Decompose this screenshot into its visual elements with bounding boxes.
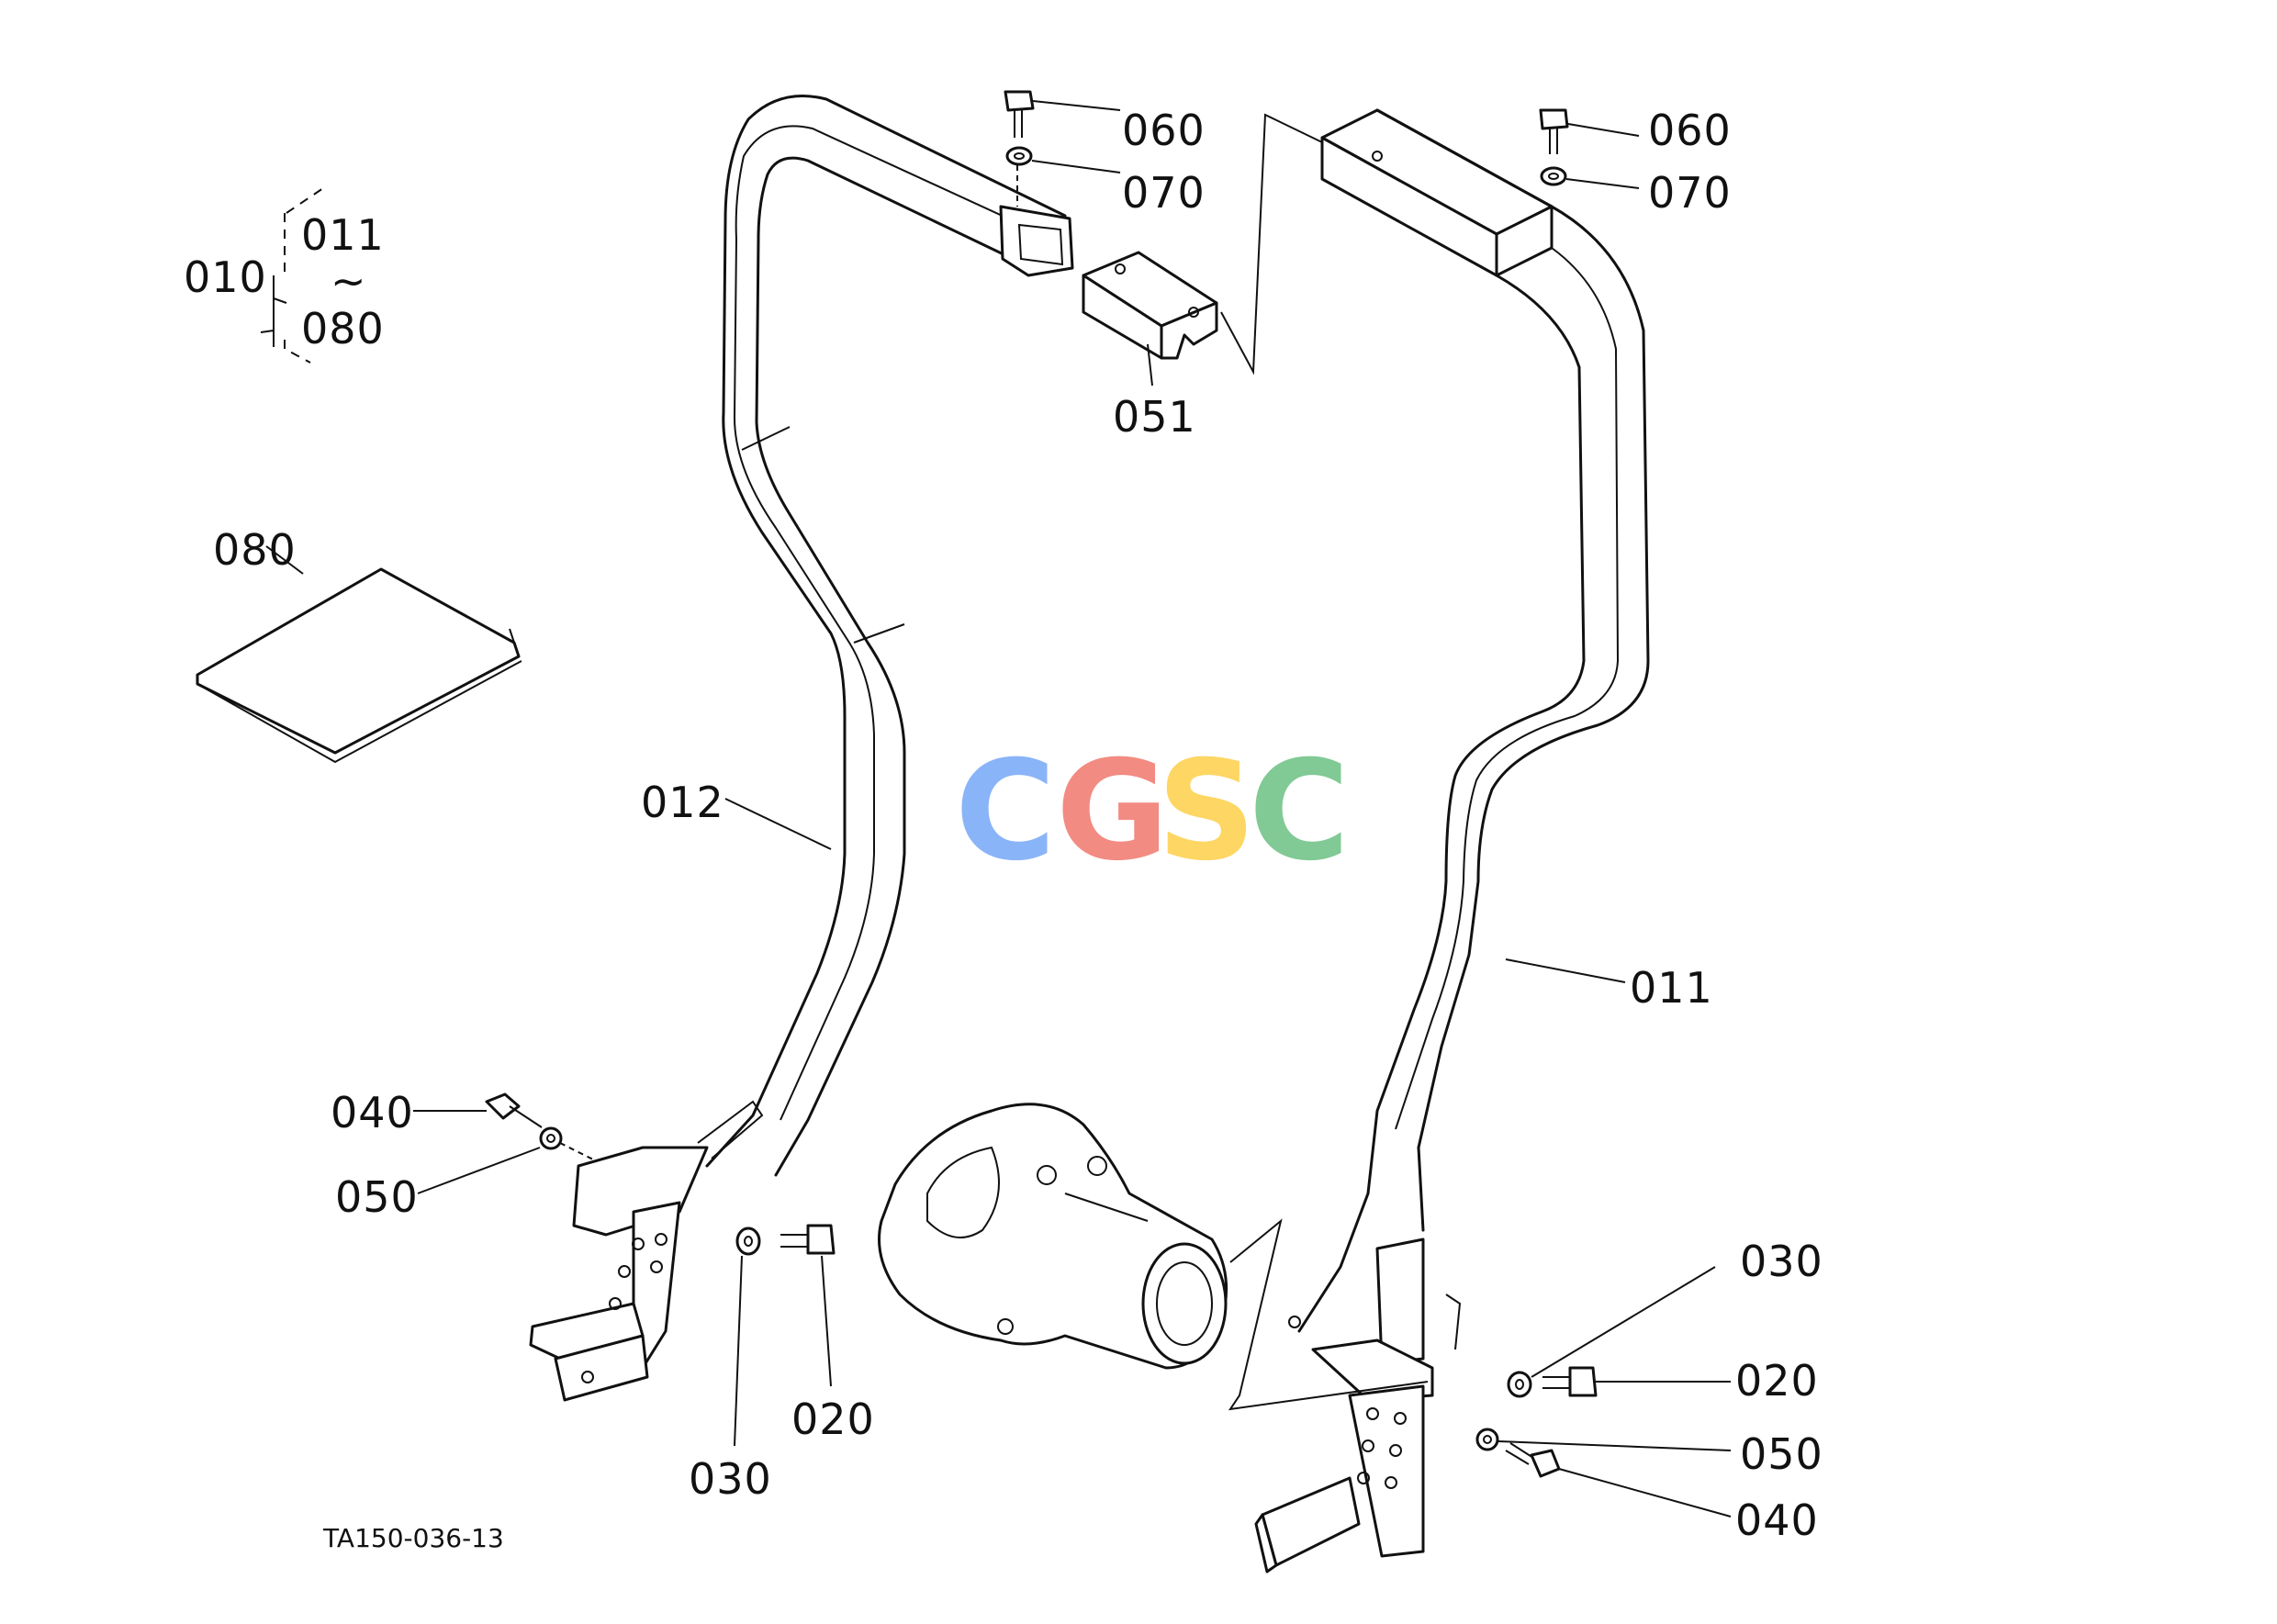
watermark-logo: C G S C	[955, 732, 1350, 891]
leader-lines	[260, 100, 1732, 1518]
watermark-letter-c2: C	[1249, 732, 1350, 891]
label-020-right: 020	[1735, 1356, 1819, 1406]
label-assembly-010: 010	[184, 252, 267, 302]
label-030-right: 030	[1740, 1237, 1823, 1286]
operator-manual	[196, 567, 522, 764]
label-range-start-011: 011	[301, 210, 385, 260]
label-range-tilde: ~	[331, 256, 367, 306]
connector-051	[1082, 113, 1323, 375]
label-030-left: 030	[689, 1454, 772, 1504]
label-range-end-080: 080	[301, 304, 385, 353]
label-060-right: 060	[1648, 106, 1732, 155]
label-070-left: 070	[1122, 168, 1206, 218]
fasteners	[485, 90, 1598, 1478]
label-040-right: 040	[1735, 1495, 1819, 1545]
watermark-letter-g: G	[1056, 732, 1169, 891]
label-012: 012	[641, 778, 724, 827]
label-080: 080	[213, 525, 297, 575]
label-050-right: 050	[1740, 1429, 1823, 1479]
label-051: 051	[1113, 392, 1196, 442]
watermark-letter-c1: C	[955, 732, 1056, 891]
label-050-left: 050	[335, 1172, 419, 1222]
label-020-left: 020	[791, 1394, 875, 1444]
label-011: 011	[1630, 963, 1713, 1013]
callout-labels: 060 070 051 060 070 080 012 011 040 050 …	[184, 106, 1823, 1553]
axle-housing	[878, 1103, 1429, 1411]
label-040-left: 040	[331, 1088, 414, 1137]
rops-frame-right	[1254, 108, 1650, 1574]
rops-frame-left	[529, 95, 1074, 1402]
drawing-code: TA150-036-13	[322, 1523, 504, 1553]
watermark-letter-s: S	[1157, 732, 1256, 891]
label-060-left: 060	[1122, 106, 1206, 155]
label-070-right: 070	[1648, 168, 1732, 218]
